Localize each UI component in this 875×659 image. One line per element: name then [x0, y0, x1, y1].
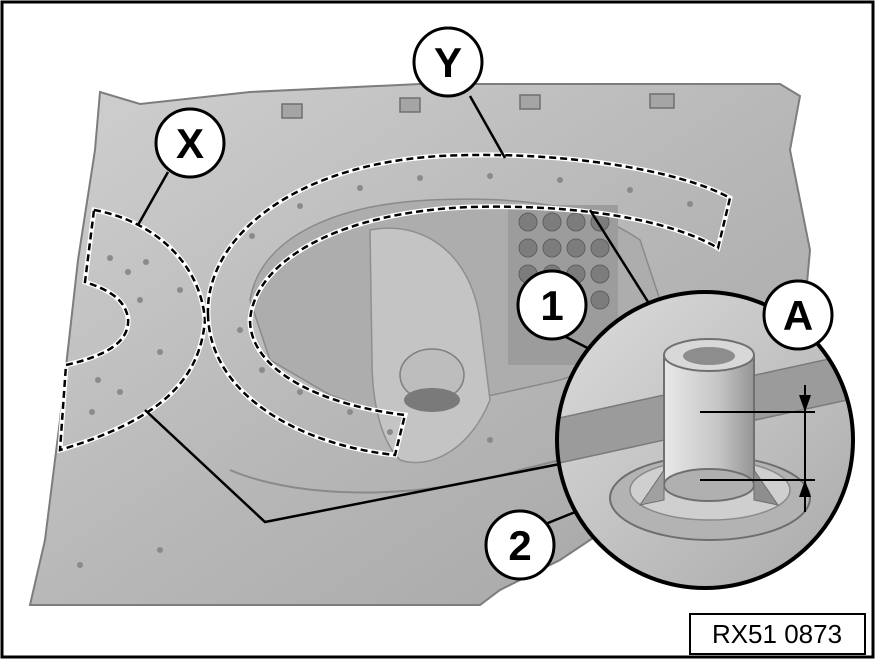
top-clips [281, 93, 675, 119]
callout-1: 1 [516, 269, 588, 341]
detail-view-a [555, 290, 855, 590]
callout-x: X [154, 107, 226, 179]
callout-x-label: X [176, 120, 204, 167]
reference-code-box: RX51 0873 [689, 613, 866, 655]
callout-a: A [762, 279, 834, 351]
cup-holder-inner [404, 388, 460, 412]
callout-2-label: 2 [508, 522, 531, 569]
reference-code: RX51 0873 [712, 619, 842, 649]
clip-points [77, 173, 693, 568]
callout-2: 2 [484, 509, 556, 581]
clip-boss [663, 354, 755, 486]
region-x-outline-dash [58, 208, 207, 452]
callout-y: Y [412, 26, 484, 98]
detail-circle-outline [555, 290, 855, 590]
callout-1-label: 1 [540, 282, 563, 329]
callout-a-label: A [783, 292, 813, 339]
region-y-outline-dash [206, 153, 732, 457]
armrest-bulge [369, 227, 491, 464]
callout-y-label: Y [434, 39, 462, 86]
